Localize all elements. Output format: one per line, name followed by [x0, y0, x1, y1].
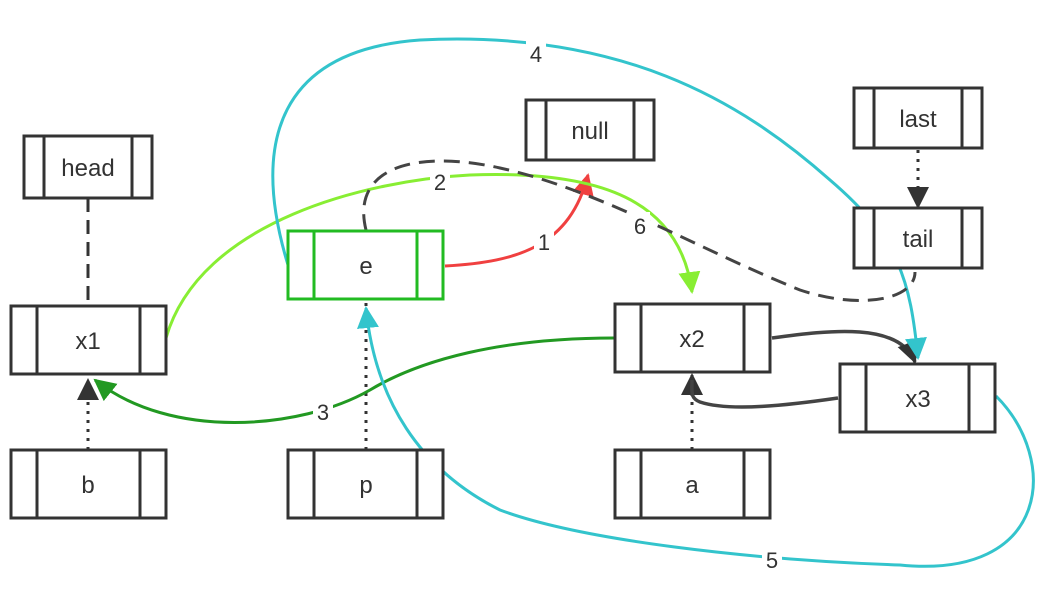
svg-text:b: b: [81, 472, 94, 499]
link-x3-to-x2: [690, 379, 839, 409]
step2-x1-to-x2: [164, 172, 701, 339]
svg-text:x2: x2: [679, 326, 704, 353]
edge-label-5: 5: [762, 546, 782, 573]
edge-label-3: 3: [313, 398, 333, 425]
svg-text:x3: x3: [905, 386, 930, 413]
svg-text:last: last: [899, 106, 937, 133]
svg-text:p: p: [359, 472, 372, 499]
node-null: null: [524, 98, 656, 162]
node-x2: x2: [613, 302, 772, 374]
edge-label-1: 1: [534, 228, 554, 255]
node-x3: x3: [838, 362, 997, 434]
node-b: b: [9, 448, 168, 520]
edge-label-4: 4: [526, 40, 546, 67]
svg-text:2: 2: [434, 170, 446, 195]
svg-text:6: 6: [634, 214, 646, 239]
svg-text:head: head: [61, 155, 114, 182]
node-p: p: [286, 448, 445, 520]
link-x2-to-x3: [771, 329, 919, 364]
node-last: last: [852, 86, 984, 150]
svg-text:3: 3: [317, 400, 329, 425]
edge-label-2: 2: [430, 168, 450, 195]
edge-label-6: 6: [630, 212, 650, 239]
svg-text:x1: x1: [75, 328, 100, 355]
svg-text:tail: tail: [903, 226, 934, 253]
svg-text:a: a: [685, 472, 699, 499]
node-a: a: [613, 448, 772, 520]
step5-x3-to-e: [357, 306, 1035, 568]
svg-text:e: e: [359, 253, 372, 280]
svg-text:4: 4: [530, 42, 542, 67]
step3-x2-to-x1: [93, 336, 615, 424]
node-tail: tail: [852, 206, 984, 270]
svg-text:5: 5: [766, 548, 778, 573]
node-x1: x1: [9, 304, 168, 376]
node-head: head: [22, 134, 154, 200]
node-e: e: [286, 229, 445, 301]
svg-text:null: null: [571, 118, 608, 145]
svg-text:1: 1: [538, 230, 550, 255]
step6-e-to-x3-dashed: [362, 159, 917, 302]
